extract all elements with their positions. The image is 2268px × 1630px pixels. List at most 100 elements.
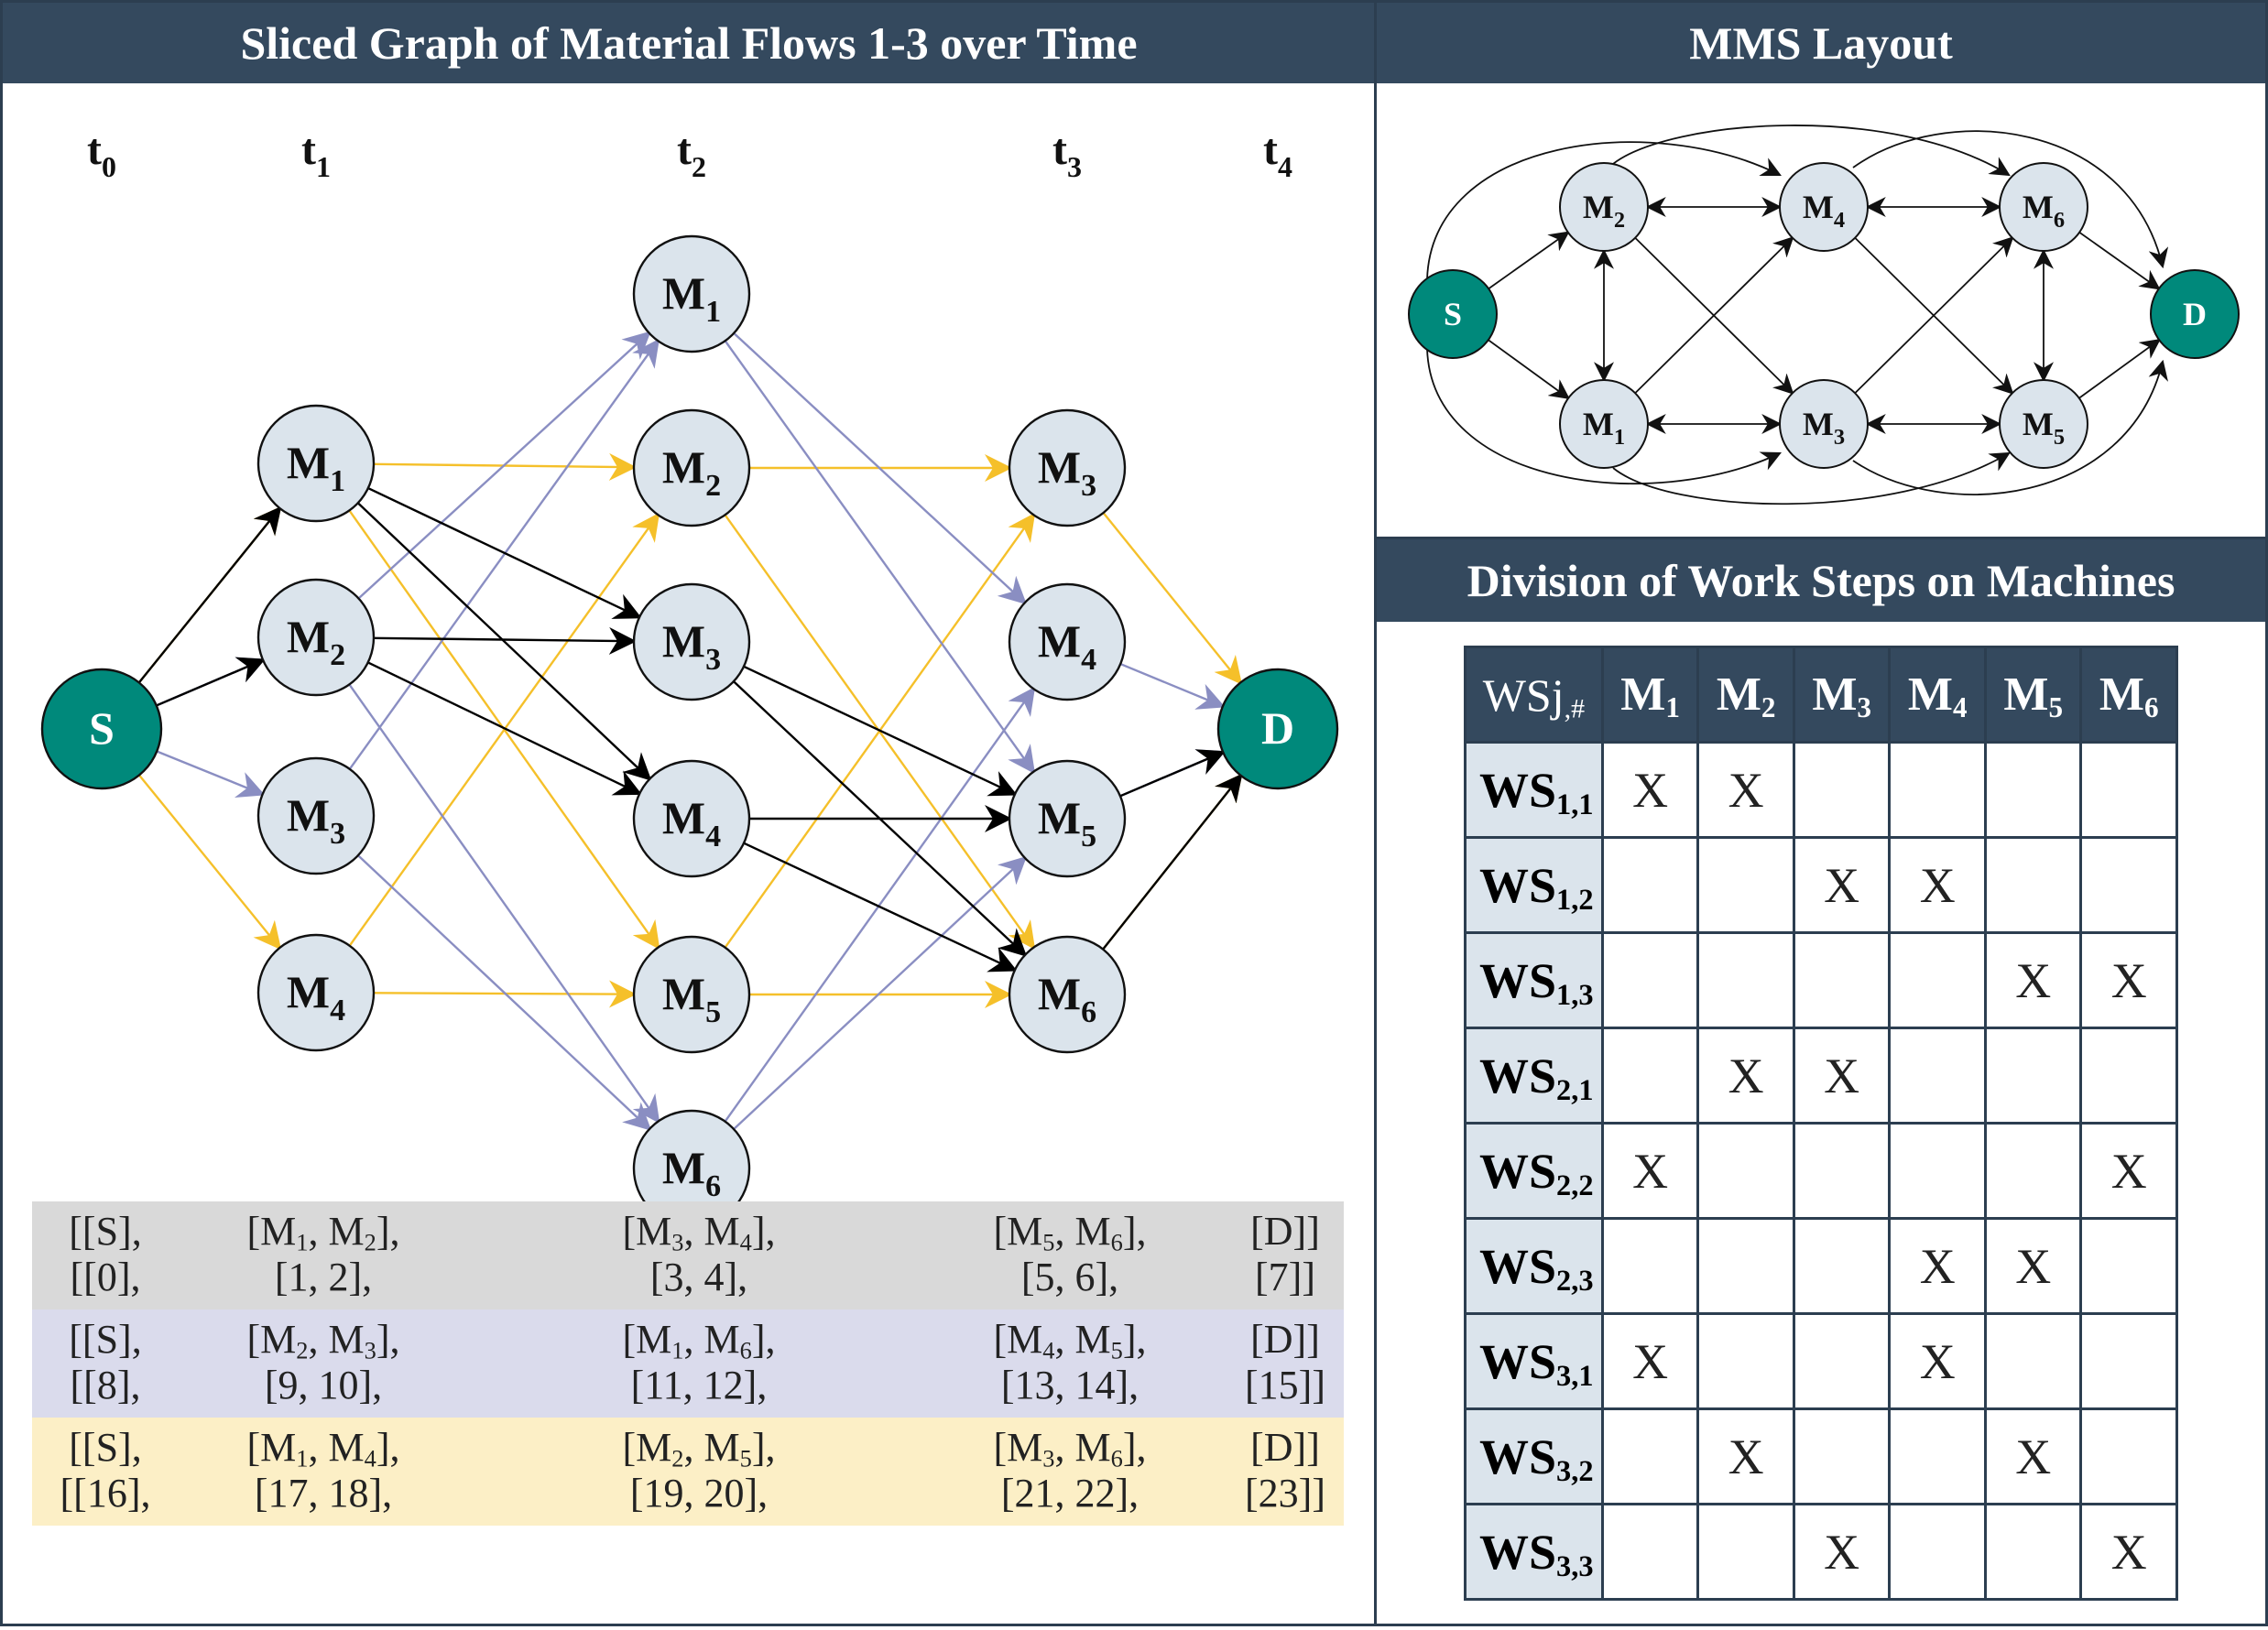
table-cell	[1696, 1122, 1795, 1220]
table-cell: X	[1983, 1407, 2083, 1505]
time-label-t3: t3	[1052, 125, 1082, 183]
layout-node-m6	[1999, 162, 2088, 252]
flow3-band	[32, 1418, 1344, 1526]
node-t3-m5-label: M5	[1038, 792, 1096, 853]
table-cell: X	[1696, 1027, 1795, 1125]
row-header: WS3,2	[1464, 1407, 1604, 1505]
table-cell	[2079, 1407, 2178, 1505]
column-header-m1: M1	[1600, 646, 1700, 744]
flow1-slice-t3: [M5, M6],[5, 6],	[993, 1209, 1147, 1299]
flow3-slice-t0: [[S],[[16],	[60, 1425, 151, 1516]
table-cell	[1600, 931, 1700, 1029]
layout-edge	[1612, 125, 2011, 177]
time-label-t0: t0	[87, 125, 116, 183]
table-cell: X	[1983, 931, 2083, 1029]
layout-edge	[1852, 359, 2168, 495]
row-header: WS1,2	[1464, 836, 1604, 934]
node-t1-m1-label: M1	[287, 437, 345, 498]
node-t2-m5	[632, 935, 751, 1054]
flow2-edge	[156, 750, 266, 799]
row-header: WS3,3	[1464, 1503, 1604, 1601]
flow2-edge	[348, 338, 660, 770]
table-cell	[2079, 1312, 2178, 1410]
node-t1-m4	[256, 933, 376, 1052]
flow3-slice-t4: [D]][23]]	[1245, 1425, 1325, 1516]
table-cell	[1888, 741, 1987, 839]
table-cell: X	[1983, 1217, 2083, 1315]
table-cell	[1983, 1312, 2083, 1410]
flow1-edge	[367, 486, 642, 619]
table-cell	[1696, 836, 1795, 934]
layout-edge	[1854, 236, 2014, 394]
table-cell: X	[1696, 1407, 1795, 1505]
layout-node-label: M3	[1803, 406, 1845, 450]
table-cell	[1792, 931, 1892, 1029]
node-t3-m4-label: M4	[1038, 615, 1096, 677]
layout-node-m5	[1999, 379, 2088, 469]
column-header-m6: M6	[2079, 646, 2178, 744]
node-t2-m4-label: M4	[662, 792, 721, 853]
node-t2-m1-label: M1	[662, 267, 721, 329]
flow2-slice-t4: [D]][15]]	[1245, 1317, 1325, 1407]
table-cell	[1983, 1503, 2083, 1601]
column-header-m2: M2	[1696, 646, 1795, 744]
node-t3-m3-label: M3	[1038, 441, 1096, 503]
node-t3-m6	[1008, 935, 1127, 1054]
layout-edge	[2078, 232, 2161, 290]
row-header: WS2,1	[1464, 1027, 1604, 1125]
flow1-slice-t4: [D]][7]]	[1250, 1209, 1320, 1299]
flow1-edge	[156, 657, 266, 707]
node-t1-m3	[256, 756, 376, 875]
flow2-slice-t3: [M4, M5],[13, 14],	[993, 1317, 1147, 1407]
column-header-m5: M5	[1983, 646, 2083, 744]
table-cell: X	[1888, 1217, 1987, 1315]
table-cell: X	[2079, 1122, 2178, 1220]
table-cell	[1792, 1217, 1892, 1315]
table-cell	[1888, 1503, 1987, 1601]
layout-node-d	[2150, 269, 2240, 359]
flow2-slice-t2: [M1, M6],[11, 12],	[622, 1317, 776, 1407]
division-panel: Division of Work Steps on Machines WSj,#…	[1374, 537, 2268, 1626]
node-t2-m6-label: M6	[662, 1142, 721, 1203]
flow2-edge	[733, 331, 1027, 605]
destination-node-label: D	[1261, 702, 1294, 754]
layout-node-label: M4	[1803, 189, 1845, 233]
layout-edge	[1488, 339, 1570, 400]
node-t1-m4-label: M4	[287, 966, 345, 1027]
table-cell	[1792, 741, 1892, 839]
time-label-t2: t2	[677, 125, 706, 183]
table-cell	[1888, 1407, 1987, 1505]
table-cell	[1888, 1027, 1987, 1125]
layout-node-s	[1408, 269, 1498, 359]
row-header: WS2,3	[1464, 1217, 1604, 1315]
node-t2-m3-label: M3	[662, 615, 721, 677]
table-cell	[1888, 1122, 1987, 1220]
node-t2-m3	[632, 582, 751, 701]
row-header: WS3,1	[1464, 1312, 1604, 1410]
sliced-graph-panel: Sliced Graph of Material Flows 1-3 over …	[0, 0, 1378, 1626]
flow3-edge	[1102, 512, 1243, 685]
row-header: WS2,2	[1464, 1122, 1604, 1220]
flow3-edge	[138, 774, 282, 951]
flow2-slice-t1: [M2, M3],[9, 10],	[246, 1317, 400, 1407]
table-cell: X	[2079, 1503, 2178, 1601]
table-cell	[1600, 836, 1700, 934]
source-node	[40, 668, 163, 790]
mms-layout-header: MMS Layout	[1377, 3, 2265, 83]
flow1-slice-t1: [M1, M2],[1, 2],	[246, 1209, 400, 1299]
table-cell: X	[1792, 836, 1892, 934]
time-label-t4: t4	[1263, 125, 1292, 183]
flow3-slice-t2: [M2, M5],[19, 20],	[622, 1425, 776, 1516]
flow1-edge	[373, 626, 638, 655]
flow2-edge	[357, 854, 652, 1131]
table-cell	[1983, 741, 2083, 839]
sliced-graph-header: Sliced Graph of Material Flows 1-3 over …	[3, 3, 1375, 83]
flow2-slice-t0: [[S],[[8],	[69, 1317, 142, 1407]
flow3-edge	[348, 512, 660, 947]
